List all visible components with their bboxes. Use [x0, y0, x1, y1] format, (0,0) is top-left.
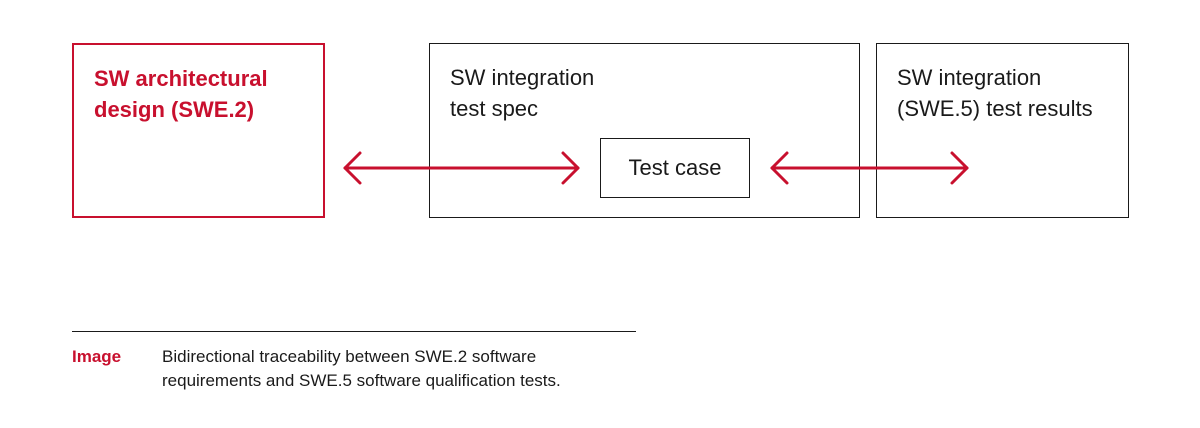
caption-label: Image — [72, 347, 122, 366]
sw-integration-test-spec-label: SW integration test spec — [450, 65, 595, 121]
arrow-test-case-to-results — [770, 151, 969, 185]
test-case-label: Test case — [628, 155, 722, 180]
caption-divider — [72, 331, 636, 332]
arrow-head-right-end — [950, 151, 969, 185]
sw-integration-test-results-box: SW integration (SWE.5) test results — [876, 43, 1129, 218]
sw-integration-test-results-label: SW integration (SWE.5) test results — [897, 65, 1093, 121]
arrow-head-left-start — [343, 151, 362, 185]
sw-architectural-design-label: SW architectural design (SWE.2) — [94, 66, 268, 122]
arrow-design-to-test-case — [343, 151, 580, 185]
caption-text: Bidirectional traceability between SWE.2… — [162, 347, 561, 390]
arrow-head-right-start — [770, 151, 789, 185]
test-case-box: Test case — [600, 138, 750, 198]
sw-architectural-design-box: SW architectural design (SWE.2) — [72, 43, 325, 218]
arrow-head-left-end — [561, 151, 580, 185]
